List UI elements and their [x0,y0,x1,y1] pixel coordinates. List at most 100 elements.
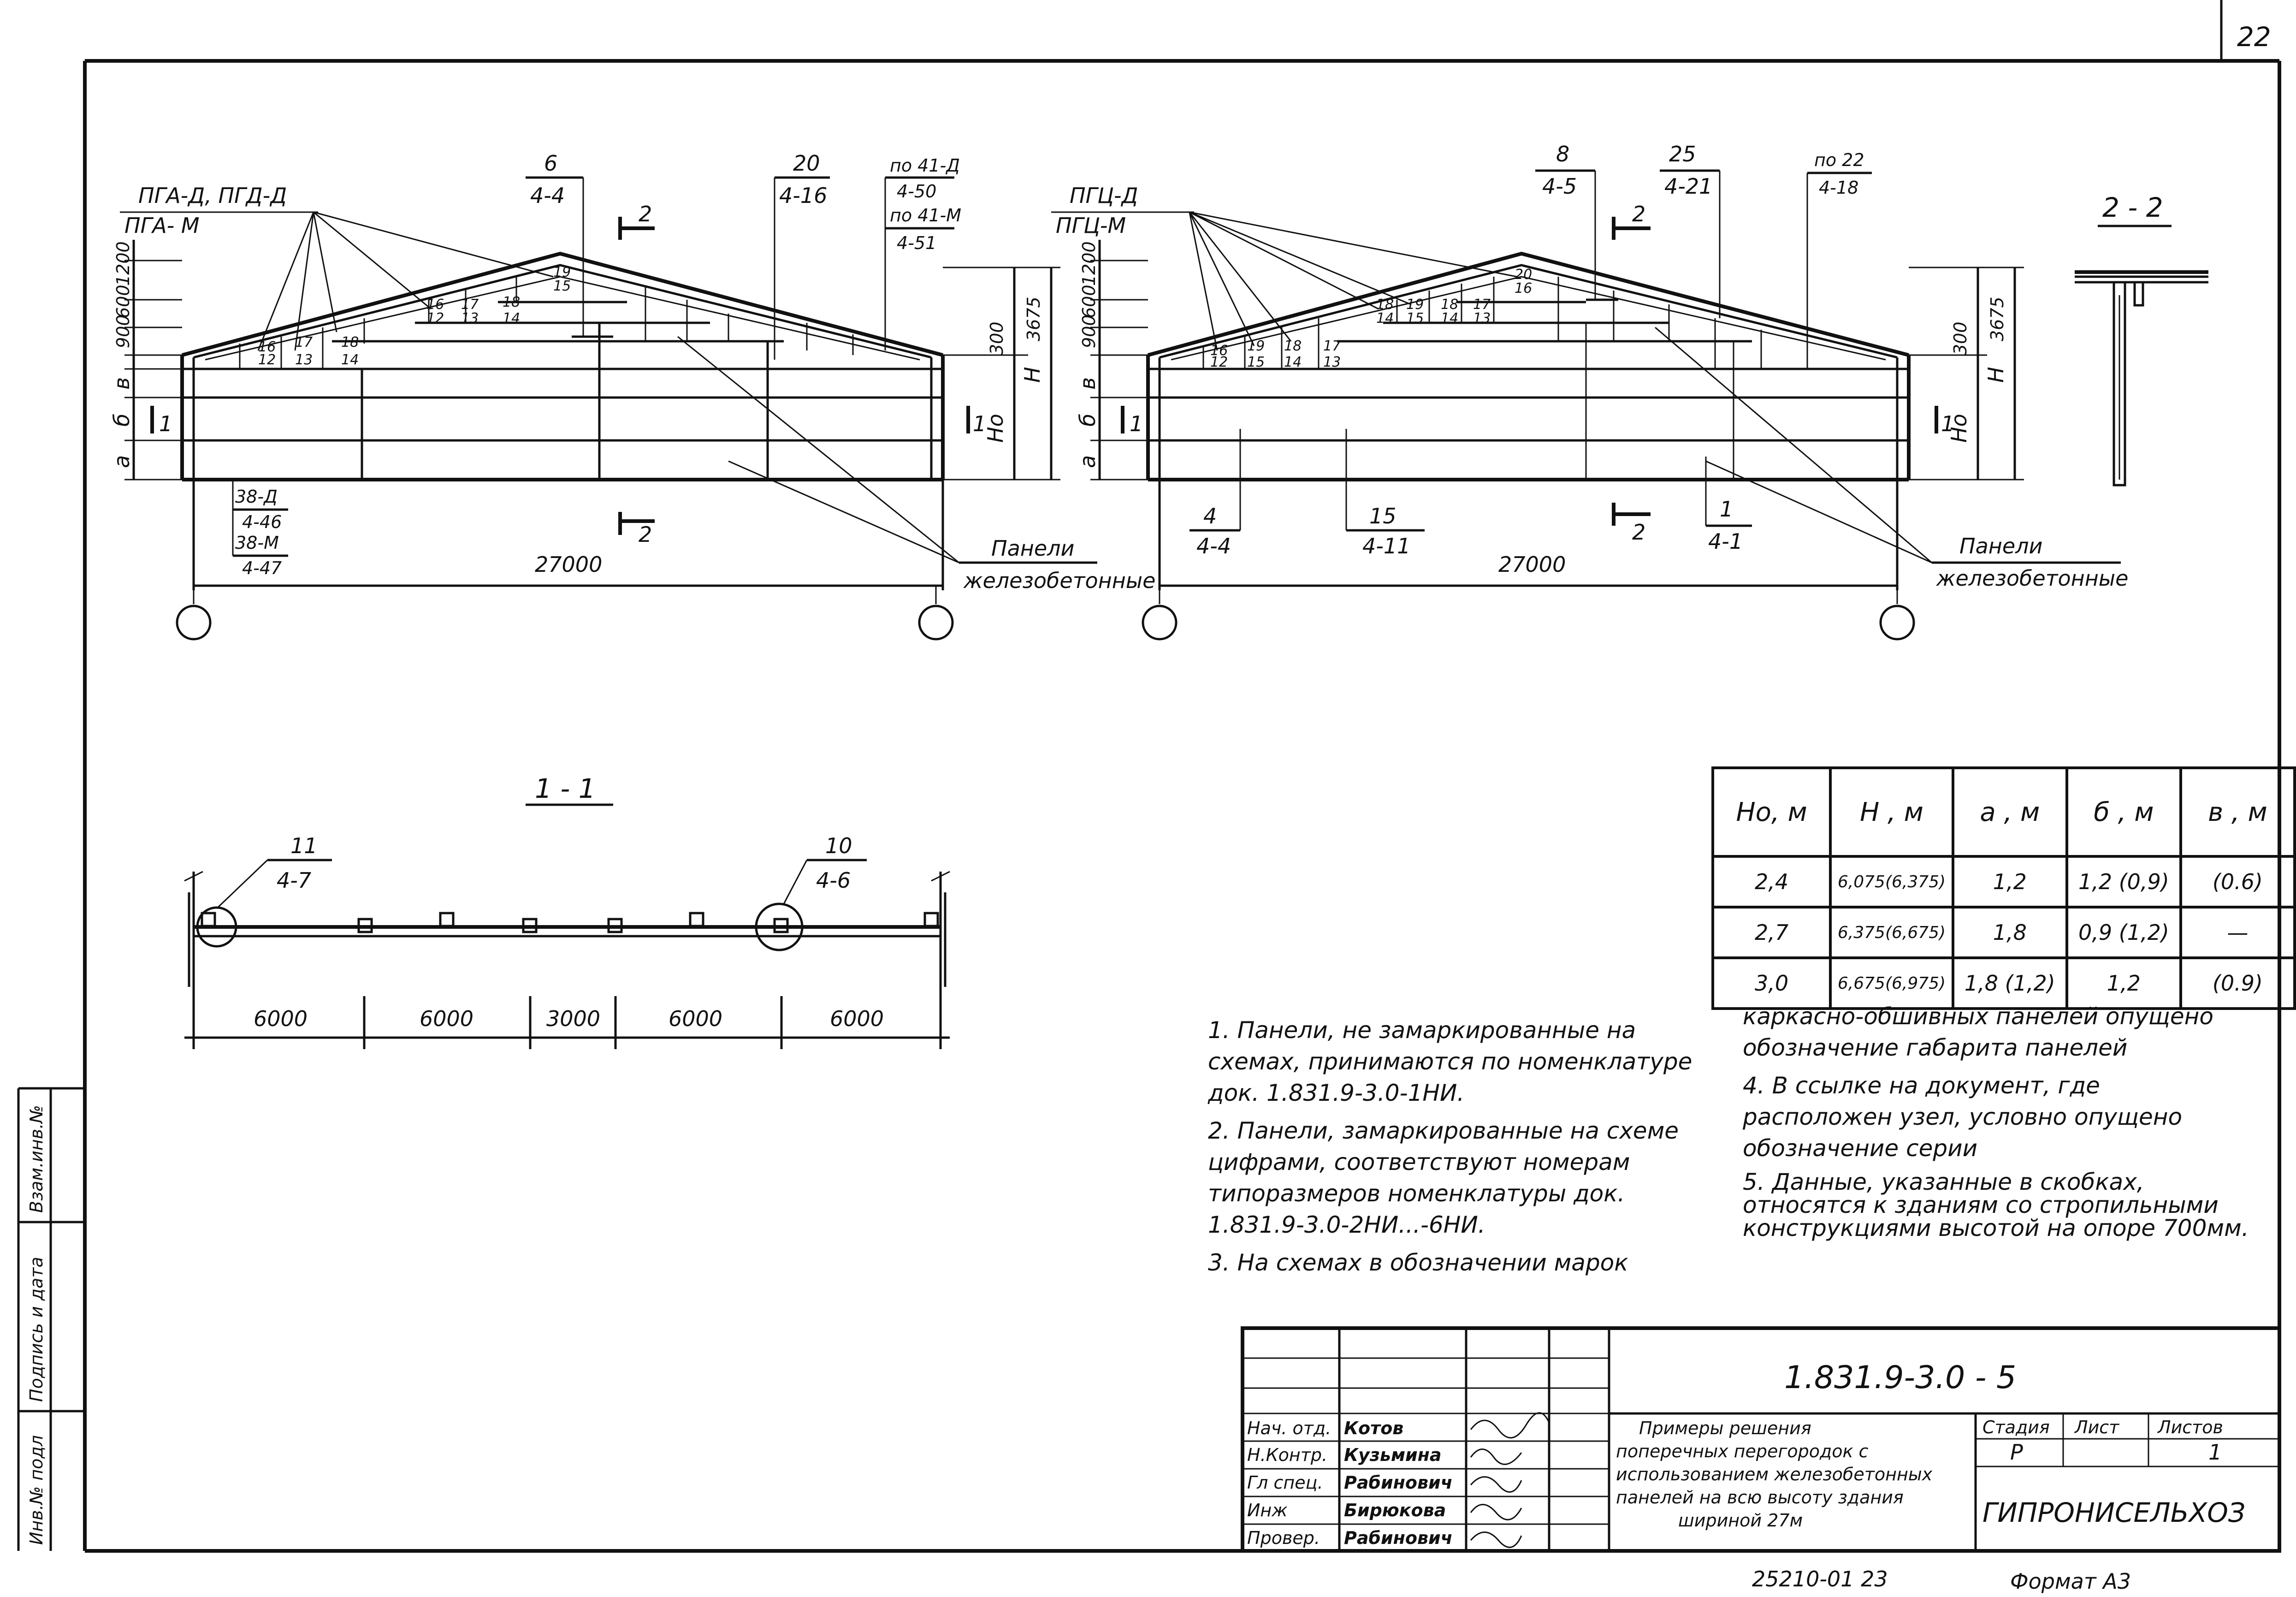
note-4: 4. В ссылке на документ, где расположен … [1743,1072,2183,1162]
cell: — [2179,906,2296,959]
left-dim-300: 300 [987,321,1007,355]
right-callout-4-ref: 4-4 [1196,534,1231,558]
section-1-1-callout-11-num: 11 [290,833,318,858]
cell: 6,375(6,675) [1829,906,1954,959]
cell: 2,7 [1711,906,1832,959]
svg-text:12: 12 [426,310,444,327]
right-callout-25-num: 25 [1669,142,1696,166]
svg-text:18: 18 [1441,297,1458,313]
title-line-2: поперечных перегородок с [1616,1441,1869,1461]
section-1-1: 1 - 1 11 4-7 10 4-6 [184,773,950,1049]
doc-code: 1.831.9-3.0 - 5 [1784,1360,2016,1396]
left-callout-41m-ref: 4-51 [897,233,936,253]
left-panels-label-2: железобетонные [963,568,1155,593]
right-section-mark-bottom: 2 [1632,520,1645,545]
right-callout-15-ref: 4-11 [1362,534,1410,558]
table-row: 2,4 6,075(6,375) 1,2 1,2 (0,9) (0.6) [1711,855,2296,908]
role-5: Провер. [1247,1528,1320,1548]
name-1: Котов [1344,1418,1403,1438]
svg-text:1: 1 [1941,411,1954,436]
left-panels-label-1: Панели [991,536,1074,561]
right-axis-circle-1 [1142,605,1178,641]
svg-text:14: 14 [341,352,359,368]
section-1-1-span-2: 6000 [420,1006,473,1031]
section-1-1-span-3: 3000 [546,1006,600,1031]
col-a: а , м [1951,766,2068,858]
left-dim-3675: 3675 [1024,297,1044,341]
svg-text:14: 14 [503,310,520,327]
left-dim-H: H [1020,367,1045,383]
left-callout-38d-num: 38-Д [235,487,278,507]
svg-text:17: 17 [1473,297,1491,313]
right-callout-25-ref: 4-21 [1664,174,1712,199]
svg-text:16: 16 [1515,280,1532,297]
left-roof-outer [181,251,944,357]
svg-text:16: 16 [1210,343,1228,359]
right-dim-b: б [1075,414,1100,427]
right-roof-outer [1147,251,1910,357]
svg-text:20: 20 [1515,267,1532,283]
section-2-2: 2 - 2 [2075,192,2208,487]
side-stamp: Взам.инв.№ Подпись и дата Инв.№ подл [17,1087,85,1551]
right-dim-900: 900 [1079,315,1099,348]
right-callout-22-num: по 22 [1814,150,1864,170]
section-1-1-title: 1 - 1 [535,773,596,804]
section-1-1-span-1: 6000 [254,1006,308,1031]
left-dim-a: а [109,455,134,468]
section-1-1-span-4: 6000 [669,1006,722,1031]
left-roof-inner [193,264,932,359]
signature-4 [1470,1504,1522,1520]
cell: (0.6) [2179,855,2296,908]
right-dim-Ho: Ho [1947,414,1971,443]
section-1-1-callout-10-ref: 4-6 [816,868,851,893]
left-axis-circle-2 [918,605,954,641]
left-dim-900: 900 [113,315,133,348]
note-1: 1. Панели, не замаркированные на схемах,… [1208,1017,1692,1106]
right-dim-600: 600 [1079,285,1099,318]
svg-text:1: 1 [973,411,986,436]
svg-text:17: 17 [295,334,313,350]
title-line-1: Примеры решения [1639,1418,1811,1438]
stage-label: Стадия [1982,1417,2050,1437]
right-dim-a: а [1075,455,1100,468]
left-callout-41m-num: по 41-М [890,205,961,226]
sheets-label: Листов [2157,1417,2223,1437]
role-1: Нач. отд. [1247,1418,1331,1438]
svg-text:19: 19 [553,264,571,280]
title-line-5: шириной 27м [1678,1510,1803,1531]
notes-left: 1. Панели, не замаркированные на схемах,… [1208,1015,1706,1285]
cell: 1,2 [1951,855,2068,908]
archive-number: 25210-01 23 [1752,1567,1888,1591]
role-4: Инж [1247,1500,1288,1520]
left-callout-6-num: 6 [544,151,557,176]
left-callout-41d-num: по 41-Д [890,155,960,176]
role-2: Н.Контр. [1247,1445,1327,1465]
left-section-mark-bottom: 2 [639,522,652,547]
left-callout-38m-ref: 4-47 [242,558,282,578]
svg-text:19: 19 [1247,338,1265,354]
left-dim-b: б [109,414,134,427]
note-3: 3. На схемах в обозначении марок [1208,1249,1628,1276]
right-callout-8-ref: 4-5 [1542,174,1577,199]
right-callout-22-ref: 4-18 [1819,178,1858,198]
sheet-label: Лист [2074,1417,2120,1437]
svg-text:12: 12 [258,352,276,368]
stamp-replace-inv: Взам.инв.№ [26,1105,47,1213]
cell: 3,0 [1711,956,1832,1010]
right-dim-1200: 1200 [1079,241,1099,286]
cell: 2,4 [1711,855,1832,908]
cell: 1,2 [2065,956,2182,1010]
right-axis-circle-2 [1879,605,1915,641]
right-callout-8-num: 8 [1556,142,1569,166]
left-span-dim: 27000 [535,552,602,577]
organization: ГИПРОНИСЕЛЬХОЗ [1982,1497,2245,1528]
left-axis-circle-1 [176,605,212,641]
right-callout-15-num: 15 [1369,504,1397,528]
name-3: Рабинович [1344,1472,1453,1493]
right-callout-4-num: 4 [1203,504,1217,528]
left-section-mark-top: 2 [639,202,652,226]
left-dim-1200: 1200 [113,241,133,286]
table-row: 2,7 6,375(6,675) 1,8 0,9 (1,2) — [1711,906,2296,959]
svg-text:14: 14 [1441,310,1458,327]
